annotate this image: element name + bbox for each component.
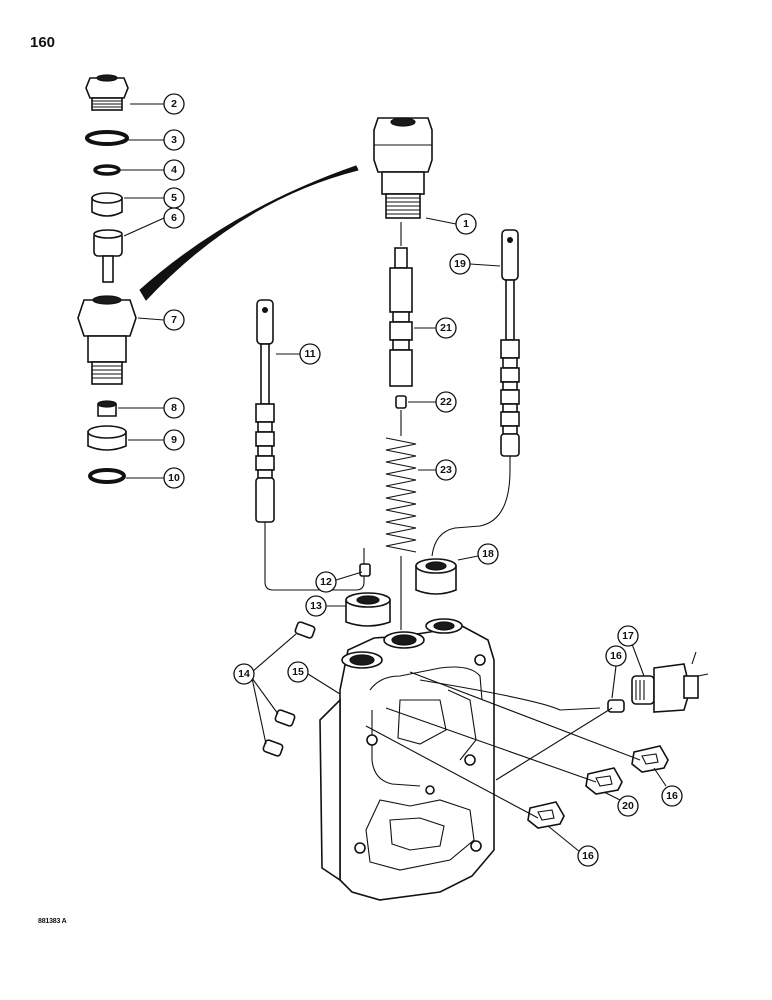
o-ring-part-3 — [85, 130, 129, 146]
svg-text:10: 10 — [168, 472, 180, 484]
plug-part-17 — [607, 699, 625, 713]
svg-text:18: 18 — [482, 548, 494, 560]
callout-20: 19 — [449, 253, 471, 275]
callout-13: 13 — [305, 595, 327, 617]
callout-7: 7 — [163, 309, 185, 331]
plug-part-2 — [85, 74, 129, 111]
spring-part-24 — [385, 437, 417, 553]
sleeve-part-13 — [345, 592, 391, 627]
svg-text:19: 19 — [454, 258, 466, 270]
plug-part-14a — [294, 621, 316, 639]
svg-text:2: 2 — [171, 98, 177, 110]
svg-text:4: 4 — [171, 164, 177, 176]
spool-part-22 — [389, 247, 413, 387]
plug-part-12 — [359, 563, 371, 577]
o-ring-part-10 — [88, 468, 126, 484]
callout-11: 11 — [299, 343, 321, 365]
svg-text:16: 16 — [666, 790, 678, 802]
page-number: 160 — [30, 34, 56, 51]
spool-part-11 — [255, 299, 275, 523]
ring-part-8 — [97, 400, 117, 417]
svg-text:8: 8 — [171, 402, 177, 414]
svg-text:14: 14 — [238, 668, 250, 680]
callout-21: 20 — [617, 795, 639, 817]
svg-text:16: 16 — [610, 650, 622, 662]
leader-lines — [118, 103, 667, 853]
o-ring-part-4 — [93, 164, 121, 176]
callout-4: 4 — [163, 159, 185, 181]
clip-part-16b — [527, 801, 565, 829]
callout-5: 5 — [163, 187, 185, 209]
plug-part-23 — [395, 395, 407, 409]
ring-part-5 — [91, 192, 123, 217]
callout-15: 15 — [287, 661, 309, 683]
svg-text:3: 3 — [171, 134, 177, 146]
plug-part-14c — [262, 739, 284, 757]
callout-18: 17 — [617, 625, 639, 647]
fitting-part-1 — [373, 117, 433, 219]
clip-part-21 — [585, 767, 623, 795]
svg-text:11: 11 — [304, 348, 315, 360]
callout-14: 14 — [233, 663, 255, 685]
callout-6: 6 — [163, 207, 185, 229]
callout-12: 12 — [315, 571, 337, 593]
svg-text:20: 20 — [622, 800, 634, 812]
callout-9: 9 — [163, 429, 185, 451]
svg-text:16: 16 — [582, 850, 594, 862]
location-arrow — [139, 165, 359, 301]
callout-8: 8 — [163, 397, 185, 419]
body-part-7 — [77, 295, 137, 385]
callout-10: 10 — [163, 467, 185, 489]
svg-text:5: 5 — [171, 192, 177, 204]
plug-part-14b — [274, 709, 296, 727]
svg-text:15: 15 — [292, 666, 304, 678]
svg-text:23: 23 — [440, 464, 452, 476]
switch-part-18 — [631, 651, 709, 713]
valve-body-part-15 — [319, 618, 495, 901]
svg-text:21: 21 — [440, 322, 452, 334]
svg-text:9: 9 — [171, 434, 177, 446]
drawing-code: 881383 A — [38, 918, 67, 925]
spool-part-20 — [500, 229, 520, 457]
svg-text:1: 1 — [463, 218, 469, 230]
callout-24: 23 — [435, 459, 457, 481]
callout-16a: 16 — [661, 785, 683, 807]
callout-16b: 16 — [577, 845, 599, 867]
callout-17: 16 — [605, 645, 627, 667]
callout-3: 3 — [163, 129, 185, 151]
ring-part-9 — [87, 425, 127, 451]
svg-text:7: 7 — [171, 314, 177, 326]
piston-part-6 — [93, 229, 123, 283]
callout-23: 22 — [435, 391, 457, 413]
sleeve-part-19 — [415, 558, 457, 595]
callout-2: 2 — [163, 93, 185, 115]
svg-text:13: 13 — [310, 600, 322, 612]
svg-text:17: 17 — [622, 630, 634, 642]
svg-text:22: 22 — [440, 396, 452, 408]
callout-1: 1 — [455, 213, 477, 235]
callout-22: 21 — [435, 317, 457, 339]
clip-part-16a — [631, 745, 669, 773]
svg-text:6: 6 — [171, 212, 177, 224]
callout-19: 18 — [477, 543, 499, 565]
svg-text:12: 12 — [320, 576, 332, 588]
